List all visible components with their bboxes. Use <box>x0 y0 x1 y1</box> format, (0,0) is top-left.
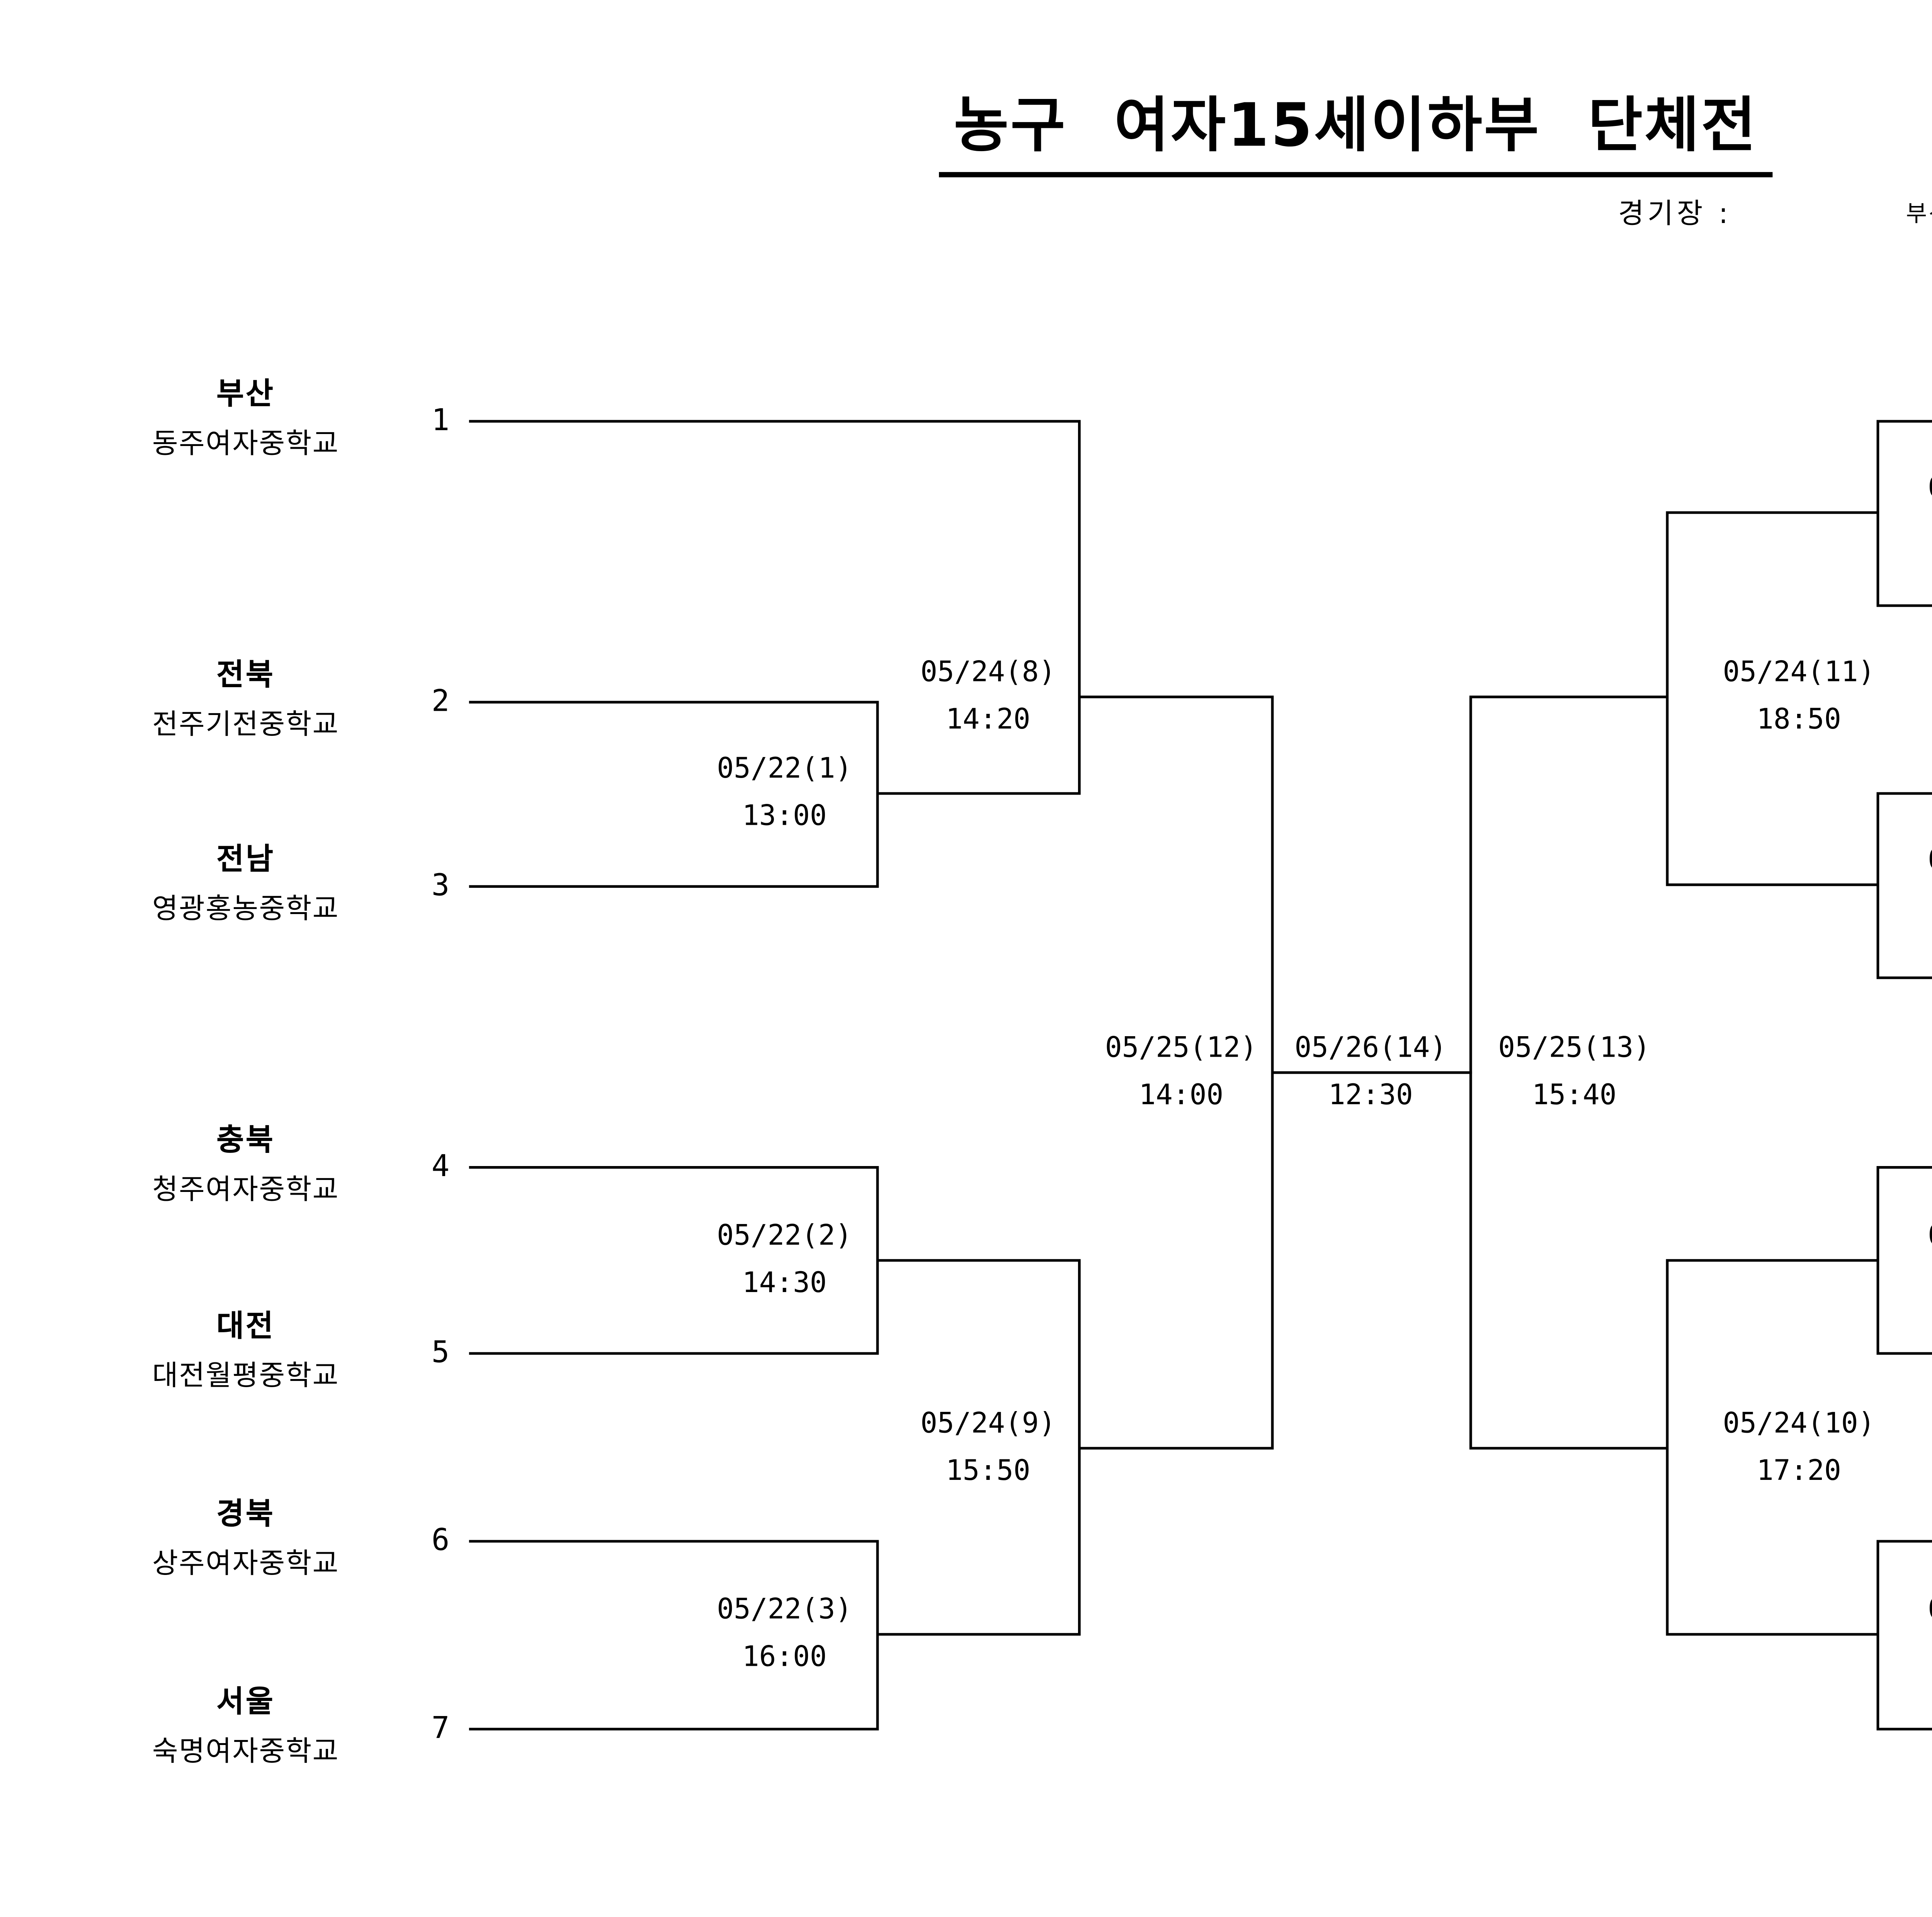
match-8-time: 14:20 <box>946 702 1031 736</box>
team-3-region: 전남 <box>216 843 275 878</box>
match-14-time: 12:30 <box>1328 1078 1413 1112</box>
team-4-region: 충북 <box>216 1123 275 1159</box>
match-14-label: 05/26(14) 12:30 <box>1265 1023 1476 1118</box>
match-6-label: 05/23(6) 17:20 <box>1890 836 1932 930</box>
team-6: 경북 상주여자중학교 <box>53 1492 439 1587</box>
team-5-school: 대전월평중학교 <box>152 1359 339 1392</box>
team-2-region: 전북 <box>216 658 275 694</box>
match-8-label: 05/24(8) 14:20 <box>883 648 1094 742</box>
match-13-label: 05/25(13) 15:40 <box>1469 1023 1680 1118</box>
title-row: 농구 여자15세이하부 단체전 <box>0 77 1932 177</box>
seed-1: 1 <box>431 403 450 439</box>
match-3-date: 05/22(3) <box>717 1592 852 1626</box>
match-12-time: 14:00 <box>1139 1078 1224 1112</box>
match-5-time: 15:50 <box>1890 1259 1932 1306</box>
match-10-label: 05/24(10) 17:20 <box>1694 1399 1904 1494</box>
match-1-date: 05/22(1) <box>717 751 852 785</box>
match-6-time: 17:20 <box>1890 883 1932 931</box>
match-11-label: 05/24(11) 18:50 <box>1694 648 1904 742</box>
match-10-time: 17:20 <box>1757 1453 1841 1487</box>
match-6-date: 05/23(6) <box>1890 836 1932 883</box>
bracket-path-left <box>469 420 1472 1731</box>
seed-6: 6 <box>431 1524 450 1559</box>
seed-7: 7 <box>431 1711 450 1747</box>
team-7-region: 서울 <box>216 1685 275 1721</box>
match-2-label: 05/22(2) 14:30 <box>679 1211 890 1306</box>
page-title: 농구 여자15세이하부 단체전 <box>940 77 1772 177</box>
match-4-label: 05/23(4) 14:20 <box>1890 1585 1932 1680</box>
match-7-date: 05/23(7) <box>1890 463 1932 511</box>
team-4-school: 청주여자중학교 <box>152 1173 339 1206</box>
venue-label: 경기장 : <box>1618 196 1732 230</box>
match-3-time: 16:00 <box>742 1639 827 1673</box>
match-7-time: 18:50 <box>1890 511 1932 558</box>
team-2-school: 전주기전중학교 <box>152 707 339 741</box>
team-5-region: 대전 <box>216 1309 275 1345</box>
match-9-time: 15:50 <box>946 1453 1031 1487</box>
match-11-time: 18:50 <box>1757 702 1841 736</box>
match-4-date: 05/23(4) <box>1890 1585 1932 1633</box>
team-6-school: 상주여자중학교 <box>152 1546 339 1580</box>
seed-3: 3 <box>431 869 450 904</box>
team-4: 충북 청주여자중학교 <box>53 1118 439 1213</box>
match-14-date: 05/26(14) <box>1294 1030 1447 1064</box>
match-7-label: 05/23(7) 18:50 <box>1890 463 1932 558</box>
match-12-date: 05/25(12) <box>1105 1030 1257 1064</box>
team-1: 부산 동주여자중학교 <box>53 372 439 467</box>
venue-name: 부산대 경암체육관 <box>1906 202 1932 228</box>
seed-5: 5 <box>431 1336 450 1371</box>
match-10-date: 05/24(10) <box>1723 1406 1875 1440</box>
match-4-time: 14:20 <box>1890 1633 1932 1680</box>
bracket-lines-right <box>1469 420 1932 1731</box>
match-9-label: 05/24(9) 15:50 <box>883 1399 1094 1494</box>
match-8-date: 05/24(8) <box>920 655 1056 688</box>
match-5-date: 05/23(5) <box>1890 1211 1932 1259</box>
team-7: 서울 숙명여자중학교 <box>53 1680 439 1775</box>
team-5: 대전 대전월평중학교 <box>53 1304 439 1399</box>
team-3: 전남 영광홍농중학교 <box>53 838 439 932</box>
team-1-school: 동주여자중학교 <box>152 426 339 460</box>
team-7-school: 숙명여자중학교 <box>152 1734 339 1768</box>
match-2-date: 05/22(2) <box>717 1218 852 1252</box>
seed-2: 2 <box>431 684 450 720</box>
team-3-school: 영광홍농중학교 <box>152 892 339 925</box>
seed-4: 4 <box>431 1150 450 1185</box>
match-9-date: 05/24(9) <box>920 1406 1056 1440</box>
team-1-region: 부산 <box>216 377 275 413</box>
match-13-date: 05/25(13) <box>1498 1030 1651 1064</box>
bracket-path-right <box>1469 420 1932 1731</box>
match-12-label: 05/25(12) 14:00 <box>1076 1023 1286 1118</box>
match-2-time: 14:30 <box>742 1265 827 1299</box>
match-5-label: 05/23(5) 15:50 <box>1890 1211 1932 1306</box>
match-13-time: 15:40 <box>1532 1078 1617 1112</box>
match-1-time: 13:00 <box>742 798 827 832</box>
team-6-region: 경북 <box>216 1497 275 1533</box>
bracket-lines-left <box>469 420 1472 1731</box>
match-11-date: 05/24(11) <box>1723 655 1875 688</box>
team-2: 전북 전주기전중학교 <box>53 653 439 748</box>
match-1-label: 05/22(1) 13:00 <box>679 744 890 839</box>
match-3-label: 05/22(3) 16:00 <box>679 1585 890 1680</box>
